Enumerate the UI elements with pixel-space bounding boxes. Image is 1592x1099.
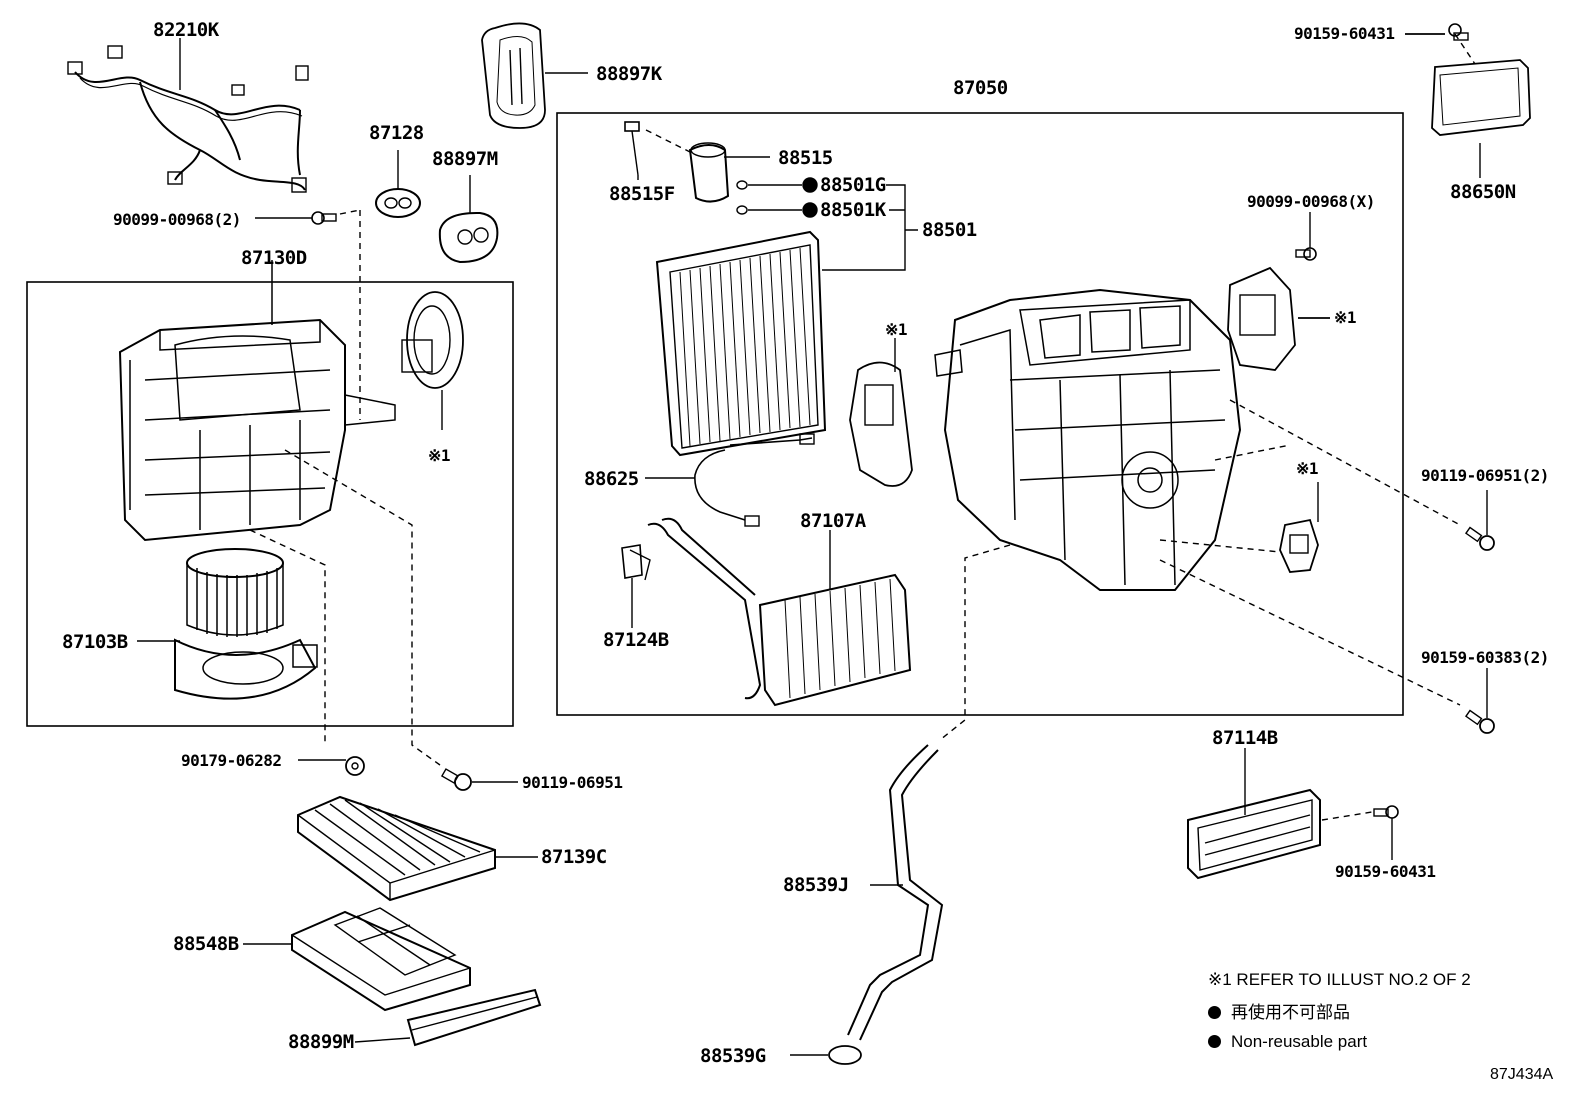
filter-frame-88548B-illustration bbox=[243, 907, 471, 1012]
label-88625: 88625 bbox=[584, 468, 639, 490]
drain-hose-88539J-illustration bbox=[847, 744, 944, 1041]
legend-non-reusable-jp: 再使用不可部品 bbox=[1208, 1003, 1350, 1023]
label-90159-60383-2: 90159-60383(2) bbox=[1421, 648, 1549, 667]
label-87124B: 87124B bbox=[603, 629, 669, 651]
label-ref1-center: ※1 bbox=[885, 320, 908, 339]
legend-dot-icon bbox=[1208, 1006, 1221, 1019]
connector-housing-to-screw bbox=[284, 449, 441, 766]
grommet-87128-illustration bbox=[375, 150, 421, 218]
illustration-code: 87J434A bbox=[1490, 1066, 1554, 1083]
wire-harness-82210K-illustration bbox=[67, 38, 309, 193]
label-90159-60431-bottom: 90159-60431 bbox=[1335, 862, 1436, 881]
heater-core-87107A-illustration bbox=[647, 517, 912, 707]
bolt-88515F-illustration bbox=[624, 121, 691, 180]
group-frame-87130D bbox=[26, 281, 514, 727]
label-90159-60431-top: 90159-60431 bbox=[1294, 24, 1395, 43]
filter-87139C-illustration bbox=[297, 795, 538, 902]
expansion-valve-88515-illustration bbox=[688, 142, 770, 203]
label-87130D: 87130D bbox=[241, 247, 307, 269]
legend-non-reusable-en: Non-reusable part bbox=[1208, 1032, 1367, 1052]
label-90119-06951-2: 90119-06951(2) bbox=[1421, 466, 1549, 485]
bracket-88501 bbox=[822, 184, 918, 271]
clip-87124B-illustration bbox=[621, 544, 651, 628]
actuator-ref1-right-illustration bbox=[1279, 482, 1319, 573]
grommet-88539G-illustration bbox=[790, 1045, 862, 1065]
connector-unit-to-bolt-1 bbox=[1229, 399, 1461, 526]
label-87139C: 87139C bbox=[541, 846, 607, 868]
non-reusable-marker-88501G bbox=[802, 177, 818, 193]
bolt-90159-60383-2-illustration bbox=[1464, 668, 1495, 734]
label-87128: 87128 bbox=[369, 122, 424, 144]
screw-90099-00968X-illustration bbox=[1295, 212, 1317, 261]
connector-unit-to-hose bbox=[939, 544, 1011, 741]
legend-non-reusable-jp-text: 再使用不可部品 bbox=[1231, 1003, 1350, 1022]
label-90099-00968-2: 90099-00968(2) bbox=[113, 210, 241, 229]
blower-housing-87130D-illustration bbox=[118, 260, 396, 542]
connector-housing-to-motor bbox=[249, 529, 326, 745]
label-88515F: 88515F bbox=[609, 183, 675, 205]
connector-unit-to-screw-x bbox=[1214, 444, 1291, 461]
bolt-90159-60431-top-illustration bbox=[1448, 23, 1469, 41]
actuator-ref1-center-illustration bbox=[849, 338, 913, 487]
grommet-88897M-illustration bbox=[438, 175, 499, 264]
label-87114B: 87114B bbox=[1212, 727, 1278, 749]
blower-motor-87103B-illustration bbox=[137, 548, 318, 700]
sensor-88625-illustration bbox=[645, 433, 815, 527]
strip-88899M-illustration bbox=[354, 988, 542, 1047]
label-88539G: 88539G bbox=[700, 1045, 766, 1067]
module-88650N-illustration bbox=[1405, 33, 1531, 178]
screw-90099-00968-illustration bbox=[255, 209, 361, 420]
actuator-ref1-left-illustration bbox=[401, 291, 464, 430]
label-90099-00968-X: 90099-00968(X) bbox=[1247, 192, 1375, 211]
legend-refer-note: ※1 REFER TO ILLUST NO.2 OF 2 bbox=[1208, 970, 1471, 989]
label-ref1-left: ※1 bbox=[428, 446, 451, 465]
label-88899M: 88899M bbox=[288, 1031, 354, 1053]
connector-unit-to-bolt-2 bbox=[1159, 559, 1461, 706]
connector-unit-to-actuator-right bbox=[1159, 539, 1281, 553]
label-88501K: 88501K bbox=[820, 199, 886, 221]
label-88897K: 88897K bbox=[596, 63, 662, 85]
bolt-90119-06951-2-illustration bbox=[1464, 490, 1495, 551]
label-ref1-upper-right: ※1 bbox=[1334, 308, 1357, 327]
nut-90179-06282-illustration bbox=[298, 756, 365, 776]
non-reusable-marker-88501K bbox=[802, 202, 818, 218]
screw-90159-60431-bottom-illustration bbox=[1373, 805, 1399, 860]
legend-non-reusable-en-text: Non-reusable part bbox=[1231, 1032, 1368, 1051]
label-90179-06282: 90179-06282 bbox=[181, 751, 282, 770]
o-ring-88501K-illustration bbox=[736, 205, 748, 215]
label-87103B: 87103B bbox=[62, 631, 128, 653]
label-88650N: 88650N bbox=[1450, 181, 1516, 203]
bolt-90119-06951-illustration bbox=[440, 768, 518, 791]
legend-dot-icon bbox=[1208, 1035, 1221, 1048]
o-ring-88501G-illustration bbox=[736, 180, 748, 190]
label-88501: 88501 bbox=[922, 219, 977, 241]
label-90119-06951: 90119-06951 bbox=[522, 773, 623, 792]
label-88897M: 88897M bbox=[432, 148, 498, 170]
label-87050: 87050 bbox=[953, 77, 1008, 99]
heater-87114B-illustration bbox=[1187, 748, 1373, 880]
evaporator-core-illustration bbox=[655, 230, 827, 457]
label-88548B: 88548B bbox=[173, 933, 239, 955]
label-88515: 88515 bbox=[778, 147, 833, 169]
label-82210K: 82210K bbox=[153, 19, 219, 41]
label-ref1-right: ※1 bbox=[1296, 459, 1319, 478]
label-88539J: 88539J bbox=[783, 874, 849, 896]
hvac-unit-87050-illustration bbox=[934, 288, 1242, 591]
pad-88897K-illustration bbox=[481, 22, 588, 129]
actuator-ref1-upper-right-illustration bbox=[1227, 266, 1330, 371]
label-87107A: 87107A bbox=[800, 510, 866, 532]
label-88501G: 88501G bbox=[820, 174, 886, 196]
group-frame-87050 bbox=[556, 112, 1404, 716]
